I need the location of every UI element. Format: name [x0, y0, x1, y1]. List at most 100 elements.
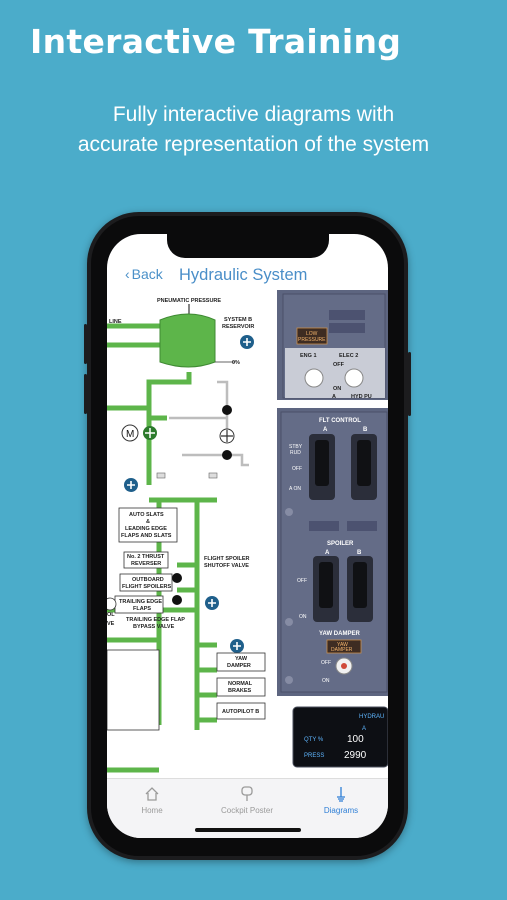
yaw-off-label: OFF — [321, 660, 331, 666]
thrust-label-1: No. 2 THRUST — [127, 554, 165, 560]
display-qty-value: 100 — [347, 734, 364, 745]
filter-icon — [156, 472, 166, 479]
volume-up-button — [84, 324, 87, 364]
app-screen: ‹Back Hydraulic System — [107, 234, 388, 838]
flt-control-b-switch[interactable] — [357, 440, 371, 486]
page-title: Hydraulic System — [179, 266, 308, 284]
spoiler-b-switch[interactable] — [353, 562, 367, 608]
component-autopilot[interactable]: AUTOPILOT B — [216, 702, 266, 720]
pressure-lines — [169, 380, 249, 467]
component-te-flaps[interactable]: TRAILING EDGE FLAPS — [114, 595, 164, 614]
actuator-icon — [107, 597, 117, 611]
spoiler-a-label: A — [325, 550, 330, 556]
hydraulic-diagram[interactable]: PNEUMATIC PRESSURE SYSTEM B RESERVOIR LI… — [107, 290, 388, 778]
home-indicator — [195, 828, 301, 832]
valve-icon[interactable] — [172, 595, 182, 605]
stby-label-2: RUD — [290, 450, 301, 456]
component-thrust-reverser[interactable]: No. 2 THRUST REVERSER — [123, 551, 169, 569]
label-reservoir-1: SYSTEM B — [224, 317, 252, 323]
yaw-damper-label: YAW DAMPER — [319, 631, 360, 637]
nav-bar: ‹Back Hydraulic System — [107, 260, 388, 290]
motor-icon[interactable]: M — [121, 424, 139, 442]
info-plus-icon[interactable] — [240, 335, 254, 349]
promo-subtitle-line1: Fully interactive diagrams with — [112, 103, 395, 126]
hyd-pu-label: HYD PU — [351, 394, 372, 400]
notch — [167, 234, 329, 258]
stby-label-1: STBY — [289, 444, 303, 450]
display-press-value: 2990 — [344, 750, 367, 761]
brakes-label-2: BRAKES — [228, 688, 252, 694]
shutoff-valve-icon[interactable] — [222, 450, 232, 460]
bypass-label-2: BYPASS VALVE — [133, 624, 175, 630]
eng1-pump-switch[interactable] — [304, 368, 324, 388]
outboard-label-1: OUTBOARD — [132, 577, 164, 583]
screw-icon — [285, 618, 293, 626]
yaw-btn-label-1: YAW — [337, 642, 348, 648]
label-percent: 0% — [232, 360, 240, 366]
bypass-label-1: TRAILING EDGE FLAP — [126, 617, 185, 623]
auto-slats-label-3: LEADING EDGE — [125, 526, 167, 532]
overhead-panel: LOW PRESSURE ENG 1 ELEC 2 OFF ON A HYD P… — [277, 290, 388, 400]
filter-icon — [208, 472, 218, 479]
promo-title: Interactive Training — [30, 22, 402, 61]
promo-subtitle: Fully interactive diagrams with accurate… — [0, 100, 507, 160]
poster-icon — [241, 786, 253, 801]
flt-a-on-label: A ON — [289, 486, 301, 492]
reservoir[interactable] — [159, 304, 235, 368]
display-press-label: PRESS — [304, 753, 324, 759]
spoiler-label: SPOILER — [327, 541, 354, 547]
power-button — [408, 352, 411, 416]
component-outboard-spoilers[interactable]: OUTBOARD FLIGHT SPOILERS — [119, 573, 173, 592]
volume-down-button — [84, 374, 87, 414]
flt-b-label: B — [363, 427, 368, 433]
hyd-a-label: A — [332, 394, 336, 400]
label-line: LINE — [109, 319, 122, 325]
tab-diagrams-label: Diagrams — [323, 806, 359, 815]
tab-cockpit-poster-label: Cockpit Poster — [220, 806, 274, 815]
spoiler-on-label: ON — [299, 614, 307, 620]
tab-home[interactable]: Home — [107, 785, 197, 815]
yaw-damper-light[interactable] — [326, 639, 362, 654]
tab-cockpit-poster[interactable]: Cockpit Poster — [202, 785, 292, 815]
spoiler-valve-label-1: FLIGHT SPOILER — [204, 556, 250, 562]
flight-control-panel: FLT CONTROL A B STBY RUD OFF A ON SPOILE… — [277, 408, 388, 696]
yaw-damper-switch-cap — [341, 663, 347, 669]
spoiler-a-switch[interactable] — [319, 562, 333, 608]
component-normal-brakes[interactable]: NORMAL BRAKES — [216, 677, 266, 697]
flt-control-a-switch[interactable] — [315, 440, 329, 486]
te-flaps-label-2: FLAPS — [133, 606, 151, 612]
left-label-ol: OL — [107, 612, 115, 618]
shutoff-valve-icon[interactable] — [222, 405, 232, 415]
elec2-pump-switch[interactable] — [344, 368, 364, 388]
engine-pump-icon[interactable] — [219, 428, 235, 444]
label-reservoir-2: RESERVOIR — [222, 324, 254, 330]
back-button[interactable]: ‹Back — [125, 266, 163, 282]
hyd-on-label: ON — [333, 386, 341, 392]
chevron-left-icon: ‹ — [125, 266, 130, 282]
low-pressure-label-1: LOW — [306, 331, 318, 337]
electric-pump-icon[interactable] — [143, 426, 157, 440]
tab-home-label: Home — [141, 806, 163, 815]
component-box-partial — [107, 649, 160, 731]
brakes-label-1: NORMAL — [228, 681, 253, 687]
yaw-btn-label-2: DAMPER — [331, 647, 353, 653]
spoiler-b-label: B — [357, 550, 362, 556]
low-pressure-light[interactable] — [296, 327, 328, 345]
tab-diagrams[interactable]: Diagrams — [296, 785, 386, 815]
component-yaw-damper[interactable]: YAW DAMPER — [216, 652, 266, 672]
valve-icon[interactable] — [172, 573, 182, 583]
flt-off-label: OFF — [292, 466, 302, 472]
screw-icon — [285, 508, 293, 516]
screw-icon — [285, 676, 293, 684]
component-auto-slats[interactable]: AUTO SLATS & LEADING EDGE FLAPS AND SLAT… — [118, 507, 178, 543]
low-pressure-label-2: PRESSURE — [298, 337, 326, 343]
eng1-label: ENG 1 — [300, 353, 317, 359]
auto-slats-label-4: FLAPS AND SLATS — [121, 533, 172, 539]
diagrams-icon — [337, 787, 345, 802]
autopilot-label: AUTOPILOT B — [222, 709, 259, 715]
display-qty-label: QTY % — [304, 737, 324, 743]
info-plus-icon[interactable] — [230, 639, 244, 653]
info-plus-icon[interactable] — [124, 478, 138, 492]
info-plus-icon[interactable] — [205, 596, 219, 610]
motor-label: M — [126, 429, 134, 440]
